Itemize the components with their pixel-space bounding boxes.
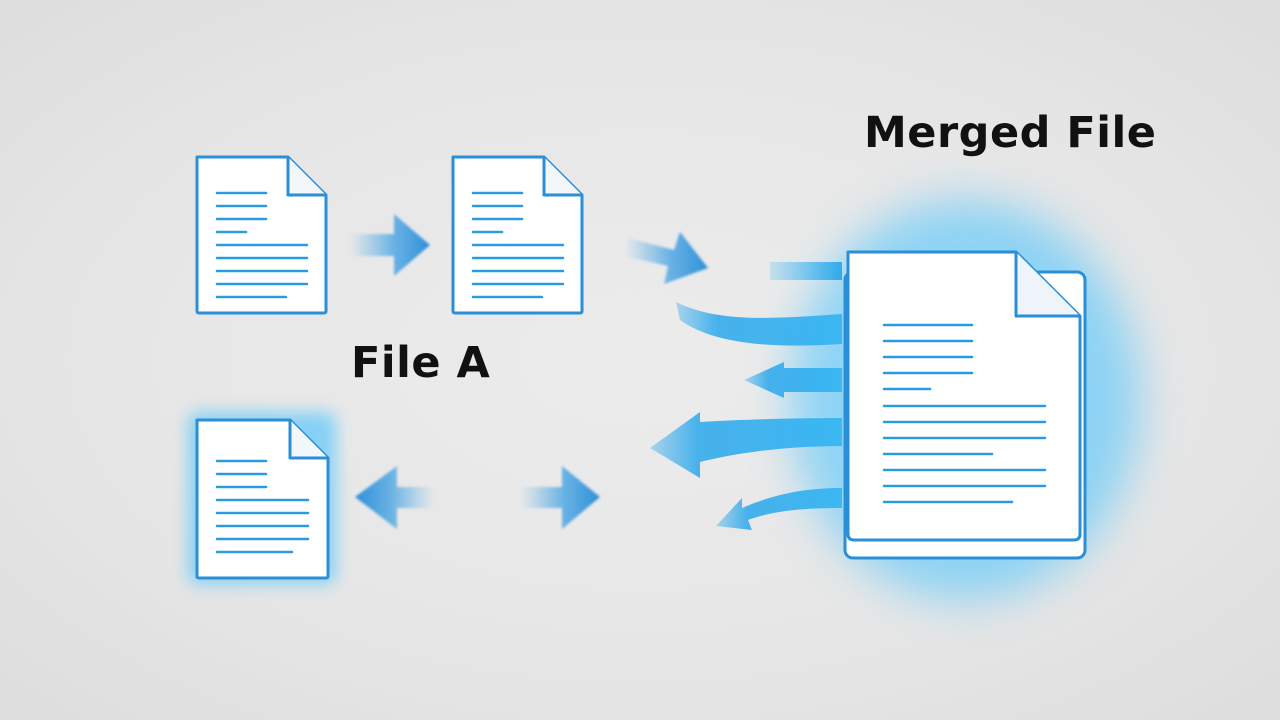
document-icon-top-middle — [451, 155, 584, 315]
merged-file-label: Merged File — [864, 108, 1157, 158]
arrow-left-icon — [355, 466, 434, 529]
document-icon-top-left — [195, 155, 328, 315]
merge-streams — [650, 262, 842, 530]
file-a-label: File A — [351, 338, 491, 388]
arrow-right-icon-bottom — [520, 466, 600, 529]
document-icon-bottom-left — [195, 418, 330, 580]
merged-document-icon — [843, 250, 1087, 560]
arrow-diagonal-icon — [624, 232, 708, 284]
arrow-right-icon — [350, 214, 430, 276]
